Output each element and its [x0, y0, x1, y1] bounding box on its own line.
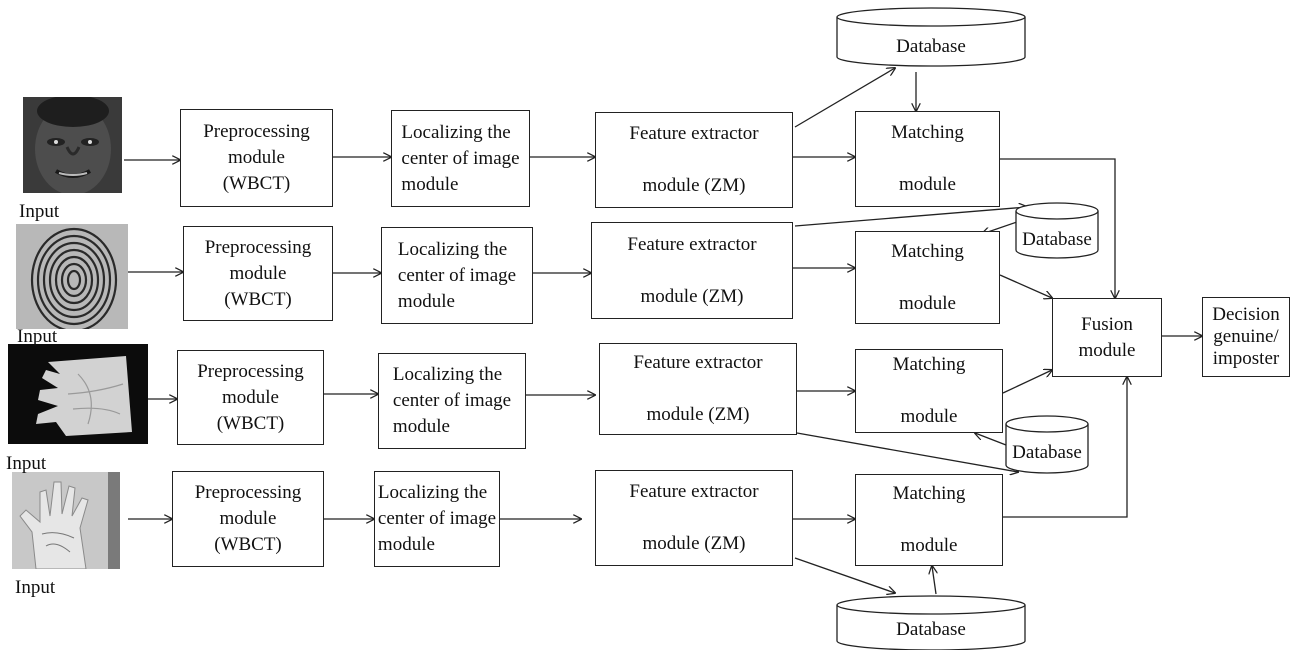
arrow-match1-fusion	[1000, 158, 1115, 298]
arrow-match2-fusion	[999, 274, 1052, 298]
database-4-label: Database	[896, 619, 966, 640]
matching-module-3: Matching module	[855, 349, 1003, 433]
preprocessing-module-1: Preprocessing module (WBCT)	[180, 109, 333, 207]
arrow-feat2-db2	[794, 207, 1027, 227]
arrow-feat3-db3	[796, 432, 1018, 472]
feature-extractor-module-4: Feature extractor module (ZM)	[595, 470, 793, 566]
localizing-module-4: Localizing the center of image module	[374, 471, 500, 567]
input-label-3: Input	[6, 453, 47, 474]
matching-module-2: Matching module	[855, 231, 1000, 324]
arrow-match4-fusion	[1003, 377, 1127, 518]
database-3-cylinder	[1005, 415, 1089, 474]
database-2-cylinder	[1015, 202, 1099, 259]
face-input-image	[23, 97, 122, 193]
matching-module-4: Matching module	[855, 474, 1003, 566]
input-label-1: Input	[19, 201, 60, 222]
matching-module-1: Matching module	[855, 111, 1000, 207]
hand-dark-input-image	[8, 344, 148, 444]
arrow-db4-match4	[932, 566, 936, 595]
arrow-feat4-db4	[794, 557, 895, 593]
database-1-label: Database	[896, 36, 966, 57]
database-2-label: Database	[1022, 229, 1092, 250]
input-label-2: Input	[17, 326, 58, 347]
feature-extractor-module-2: Feature extractor module (ZM)	[591, 222, 793, 319]
fingerprint-input-image	[16, 224, 128, 329]
database-4-cylinder	[836, 595, 1026, 650]
preprocessing-module-4: Preprocessing module (WBCT)	[172, 471, 324, 567]
preprocessing-module-3: Preprocessing module (WBCT)	[177, 350, 324, 445]
localizing-module-3: Localizing the center of image module	[378, 353, 526, 449]
database-1-cylinder	[836, 7, 1026, 67]
arrow-feat1-db1	[794, 68, 895, 128]
arrow-db3-match3	[975, 433, 1007, 446]
feature-extractor-module-1: Feature extractor module (ZM)	[595, 112, 793, 208]
feature-extractor-module-3: Feature extractor module (ZM)	[599, 343, 797, 435]
preprocessing-module-2: Preprocessing module (WBCT)	[183, 226, 333, 321]
fusion-module: Fusion module	[1052, 298, 1162, 377]
localizing-module-1: Localizing the center of image module	[391, 110, 530, 207]
database-3-label: Database	[1012, 442, 1082, 463]
database-cylinders	[836, 7, 1099, 650]
input-label-4: Input	[15, 577, 56, 598]
decision-box: Decision genuine/ imposter	[1202, 297, 1290, 377]
palm-input-image	[12, 472, 120, 569]
localizing-module-2: Localizing the center of image module	[381, 227, 533, 324]
arrow-match3-fusion	[1002, 370, 1052, 394]
